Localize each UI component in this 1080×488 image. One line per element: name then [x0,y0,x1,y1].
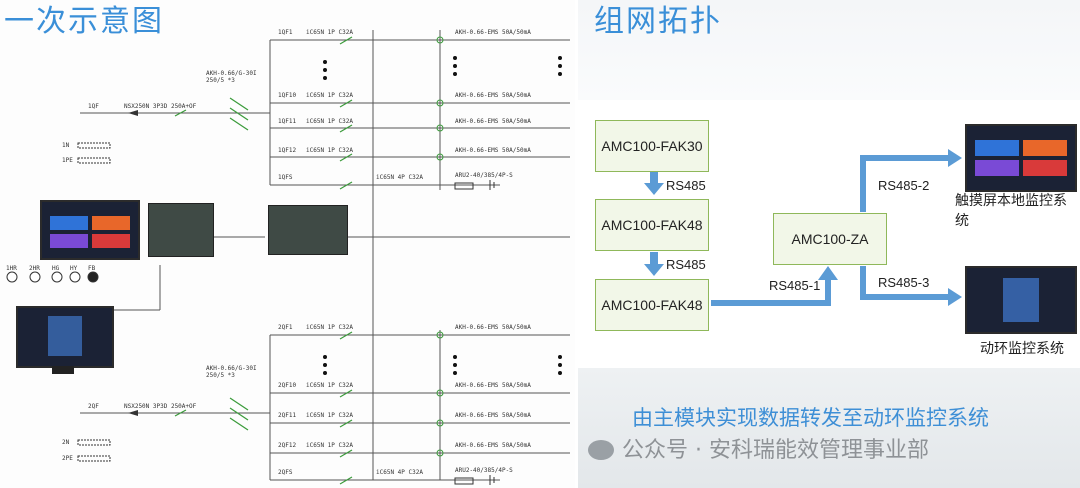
row-breaker: iC65N 4P C32A [376,174,423,181]
one-line-diagram-panel: 一次示意图 [4,4,570,485]
node-fak48-2: AMC100-FAK48 [595,279,709,331]
n-bottom-label: 2N [62,439,70,446]
pe-top-label: 1PE [62,157,73,164]
row-id: 1QF11 [278,118,297,125]
link-label: RS485 [666,178,706,193]
tile [975,160,1019,176]
node-fak30: AMC100-FAK30 [595,120,709,172]
row-breaker: iC65N 1P C32A [306,412,353,419]
indicator-label: HY [70,265,78,272]
env-monitor-image [965,266,1077,334]
tile [50,216,88,230]
row-id: 2QF11 [278,412,297,419]
tile [50,234,88,248]
row-breaker: iC65N 1P C32A [306,29,353,36]
monitor-image [16,306,114,368]
top-banner [578,0,1080,100]
row-ct: AKH-0.66-EMS 50A/50mA [455,324,531,331]
row-breaker: iC65N 1P C32A [306,324,353,331]
feeder-bottom-label: 2QF [88,403,99,410]
tile [975,140,1019,156]
brand-text: 公众号 · 安科瑞能效管理事业部 [622,438,929,463]
row-ct: AKH-0.66-EMS 50A/50mA [455,118,531,125]
row-ct: AKH-0.66-EMS 50A/50mA [455,29,531,36]
row-ct: ARU2-40/385/4P-S [455,172,513,179]
n-top-label: 1N [62,142,70,149]
tile [48,316,82,356]
row-ct: AKH-0.66-EMS 50A/50mA [455,412,531,419]
indicator-label: 1HR [6,265,17,272]
tile [92,216,130,230]
tile [1023,160,1067,176]
indicator-label: 2HR [29,265,40,272]
pe-bottom-label: 2PE [62,455,73,462]
tile [92,234,130,248]
wechat-icon [588,440,614,460]
amc-module-image [148,203,214,257]
wiring-svg [6,30,570,485]
row-id: 2QFS [278,469,293,476]
indicator-label: FB [88,265,96,272]
row-id: 1QF12 [278,147,297,154]
row-ct: AKH-0.66-EMS 50A/50mA [455,92,531,99]
row-breaker: iC65N 1P C32A [306,118,353,125]
tile [1023,140,1067,156]
left-title: 一次示意图 [4,4,164,39]
row-id: 1QFS [278,174,293,181]
caption-touch: 触摸屏本地监控系统 [955,193,1067,229]
spd-top-label: AKH-0.66/G-30I 250/5 *3 [206,70,257,84]
row-ct: AKH-0.66-EMS 50A/50mA [455,147,531,154]
row-breaker: iC65N 1P C32A [306,147,353,154]
row-breaker: iC65N 4P C32A [376,469,423,476]
tile [1003,278,1039,322]
row-ct: AKH-0.66-EMS 50A/50mA [455,442,531,449]
link-label: RS485-2 [878,178,930,193]
row-breaker: iC65N 1P C32A [306,442,353,449]
monitor-stand [52,366,74,374]
row-breaker: iC65N 1P C32A [306,382,353,389]
node-za: AMC100-ZA [773,213,887,265]
io-module-image [268,205,348,255]
row-ct: ARU2-40/385/4P-S [455,467,513,474]
row-id: 2QF10 [278,382,297,389]
node-fak48-1: AMC100-FAK48 [595,199,709,251]
breaker-bottom-label: NSX250N 3P3D 250A+OF [124,403,197,410]
right-title: 组网拓扑 [594,4,722,39]
touch-panel-image [40,200,140,260]
row-ct: AKH-0.66-EMS 50A/50mA [455,382,531,389]
touch-screen-image [965,124,1077,192]
row-breaker: iC65N 1P C32A [306,92,353,99]
row-id: 2QF12 [278,442,297,449]
row-id: 1QF1 [278,29,293,36]
feeder-top-label: 1QF [88,103,99,110]
row-id: 1QF10 [278,92,297,99]
breaker-top-label: NSX250N 3P3D 250A+OF [124,103,197,110]
link-label: RS485-3 [878,275,930,290]
banner-text: 由主模块实现数据转发至动环监控系统 [632,406,989,430]
bottom-banner [578,368,1080,488]
link-label: RS485-1 [769,278,821,293]
link-label: RS485 [666,257,706,272]
spd-bottom-label: AKH-0.66/G-30I 250/5 *3 [206,365,257,379]
indicator-label: HG [52,265,60,272]
caption-env: 动环监控系统 [980,341,1064,357]
row-id: 2QF1 [278,324,293,331]
